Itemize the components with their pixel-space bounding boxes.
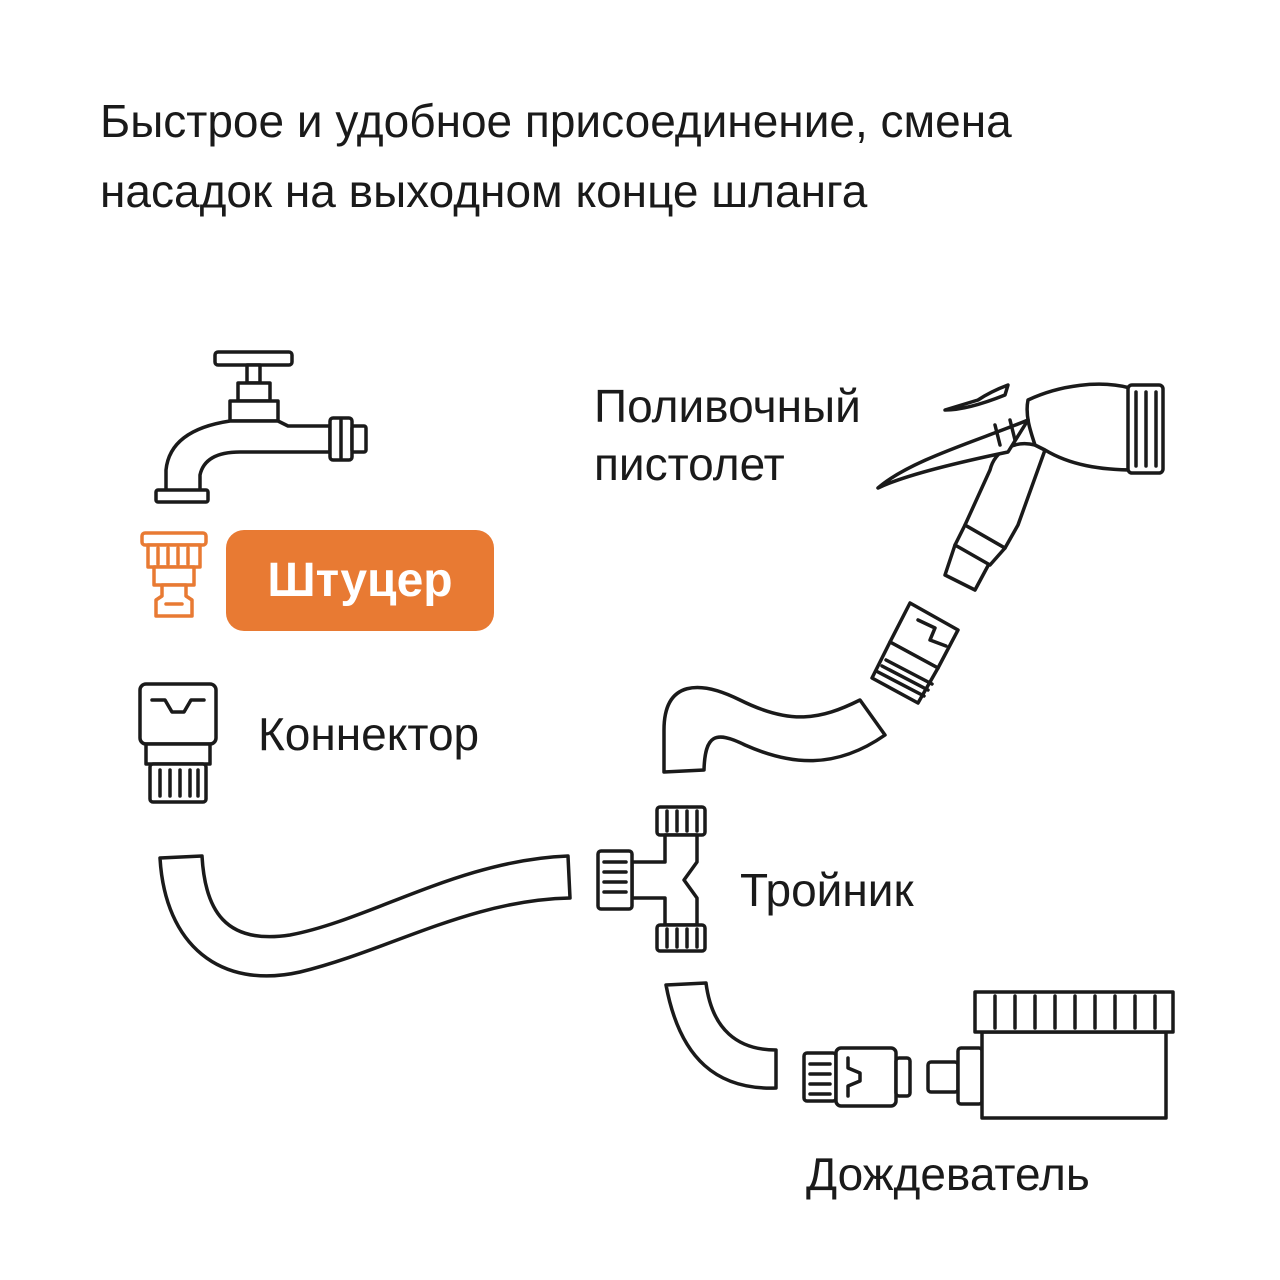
headline-line-1: Быстрое и удобное присоединение, смена — [100, 95, 1012, 147]
connector-icon — [870, 601, 960, 705]
headline: Быстрое и удобное присоединение, смена н… — [100, 86, 1220, 226]
hose-icon — [664, 981, 778, 1090]
connector-icon — [138, 682, 218, 804]
tee-label: Тройник — [740, 864, 914, 916]
spray-gun-label: Поливочный пистолет — [594, 377, 861, 493]
connector-icon — [802, 1046, 912, 1108]
spray-gun-label-line-1: Поливочный — [594, 380, 861, 432]
hose-icon — [158, 854, 572, 978]
sprinkler-label: Дождеватель — [806, 1148, 1090, 1200]
spray-gun-icon — [876, 382, 1165, 592]
connector-label: Коннектор — [258, 708, 480, 760]
hose-icon — [662, 685, 887, 774]
headline-line-2: насадок на выходном конце шланга — [100, 165, 868, 217]
sprinkler-icon — [926, 990, 1175, 1120]
spray-gun-label-line-2: пистолет — [594, 438, 785, 490]
tee-icon — [596, 805, 707, 953]
adapter-badge: Штуцер — [226, 530, 494, 631]
faucet-icon — [154, 350, 368, 504]
adapter-icon — [140, 531, 208, 618]
